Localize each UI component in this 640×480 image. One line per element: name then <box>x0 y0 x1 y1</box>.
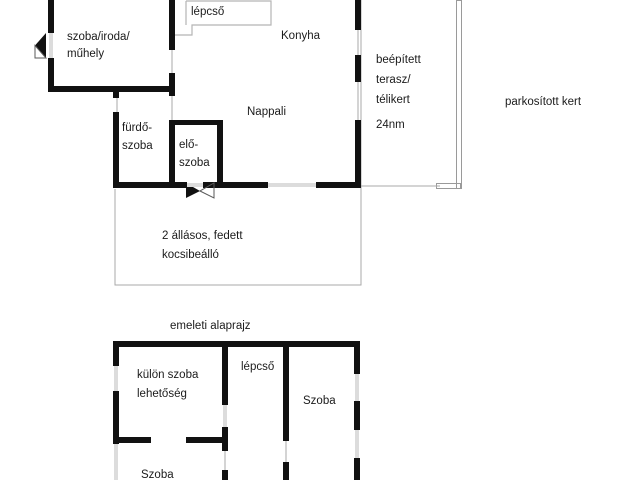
window-upper-right-2 <box>355 430 359 458</box>
wall-upper-partition-1-stub <box>222 470 228 480</box>
wall-living-terrace-top <box>355 0 361 30</box>
wall-hall-top <box>172 120 222 125</box>
wall-hall-bottom-right <box>203 182 223 188</box>
label-room-right: Szoba <box>303 395 336 407</box>
wall-bathroom-left-lower <box>113 112 119 188</box>
label-stairs-upper: lépcső <box>241 361 274 373</box>
wall-left-outer-top <box>48 0 54 33</box>
wall-bathroom-left <box>113 86 119 98</box>
wall-upper-partition-1-top <box>222 341 228 405</box>
wall-upper-left-a <box>113 341 119 366</box>
wall-vertical-office-right-top <box>169 0 175 50</box>
label-living-room: Nappali <box>247 106 286 118</box>
wall-hall-right <box>217 120 223 188</box>
wall-upper-horizontal-mid <box>186 437 228 443</box>
window-bottom-living <box>268 183 316 187</box>
wall-upper-right-c <box>354 458 360 480</box>
label-office-line1: szoba/iroda/ <box>67 31 130 43</box>
wall-hall-bottom-left <box>169 182 187 188</box>
label-terrace-line3: télikert <box>376 94 411 106</box>
label-extra-room-line1: külön szoba <box>137 369 199 381</box>
label-carport-line1: 2 állásos, fedett <box>162 230 243 242</box>
door-opening-upper-1 <box>223 405 227 427</box>
wall-horizontal-office-right <box>113 86 173 92</box>
label-office-line2: műhely <box>67 48 104 60</box>
label-bathroom-line2: szoba <box>122 140 153 152</box>
wall-bathroom-bottom <box>113 182 175 188</box>
wall-bottom-living-b <box>316 182 361 188</box>
window-upper-left-1 <box>114 366 118 391</box>
wall-vertical-office-right-mid <box>169 73 175 96</box>
stairs-outline-ground <box>172 0 272 36</box>
wall-bathroom-right <box>169 120 175 188</box>
wall-bottom-living-a <box>223 182 268 188</box>
label-kitchen: Konyha <box>281 30 321 42</box>
label-room-bottom-left: Szoba <box>141 469 174 480</box>
window-upper-left-2 <box>114 444 118 480</box>
label-terrace-line1: beépített <box>376 54 422 66</box>
door-opening-left <box>49 33 53 58</box>
wall-living-terrace-bottom <box>355 120 361 188</box>
upper-floor-plan: emeleti alaprajz <box>113 320 360 480</box>
label-hall-line1: elő- <box>179 139 198 151</box>
label-terrace-line2: terasz/ <box>376 74 411 86</box>
wall-upper-partition-2-bottom <box>283 462 289 480</box>
wall-upper-horizontal-left <box>113 437 151 443</box>
window-upper-right-1 <box>355 374 359 401</box>
wall-upper-right-a <box>354 341 360 374</box>
label-carport-line2: kocsibeálló <box>162 249 219 261</box>
label-terrace-line4: 24nm <box>376 119 405 131</box>
label-garden: parkosított kert <box>505 96 582 108</box>
wall-left-outer-bottom <box>48 58 54 92</box>
wall-upper-top <box>113 341 360 347</box>
wall-upper-left-b <box>113 391 119 444</box>
wall-upper-partition-2-top <box>283 341 289 441</box>
interior-opening-lines <box>116 30 362 285</box>
wall-horizontal-under-office <box>48 86 116 92</box>
caption-upper-floor: emeleti alaprajz <box>170 320 251 332</box>
entrance-door-marker <box>186 182 215 199</box>
wall-upper-right-b <box>354 401 360 430</box>
ground-floor-plan: szoba/iroda/ műhely lépcső Konyha Nappal… <box>34 0 582 286</box>
label-hall-line2: szoba <box>179 157 210 169</box>
label-extra-room-line2: lehetőség <box>137 388 187 400</box>
left-door-marker <box>34 33 48 59</box>
label-stairs-ground: lépcső <box>191 6 224 18</box>
label-bathroom-line1: fürdő- <box>122 122 152 134</box>
wall-living-terrace-mid <box>355 55 361 82</box>
